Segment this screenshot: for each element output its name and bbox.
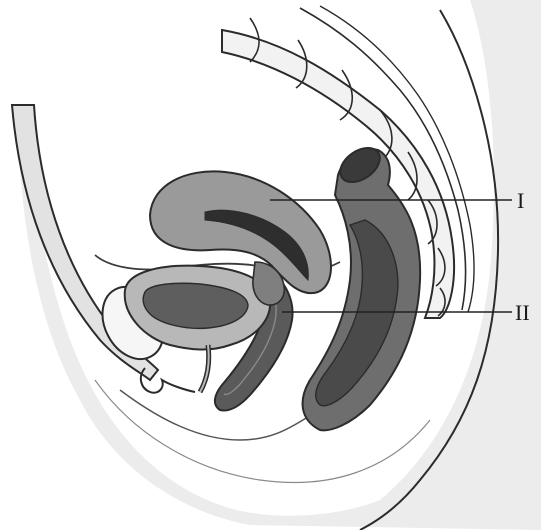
callout-label-II: II xyxy=(515,300,530,325)
callout-label-I: I xyxy=(517,188,524,213)
